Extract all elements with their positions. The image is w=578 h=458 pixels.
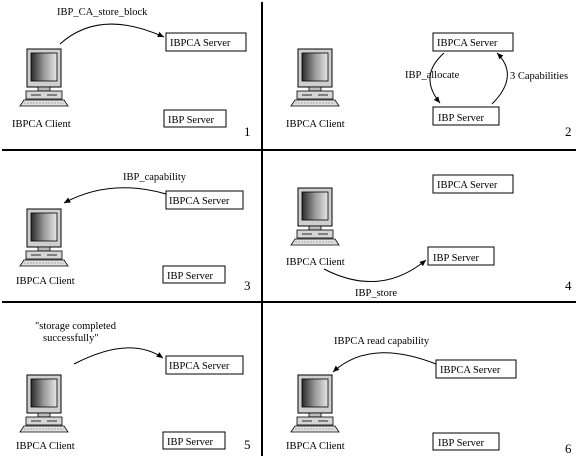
ibpca-server-label: IBPCA Server <box>169 196 230 207</box>
ibpca-server-box <box>435 359 517 379</box>
panel-number: 6 <box>565 441 572 456</box>
ibpca-server-label: IBPCA Server <box>169 361 230 372</box>
ibp-server-box <box>162 265 226 284</box>
ibpca-server-label: IBPCA Server <box>437 38 498 49</box>
ibp-server-box <box>163 109 227 128</box>
panel-5: IBPCA Client IBPCA Server IBP Server "st… <box>16 321 251 452</box>
message-label: IBP_store <box>355 288 397 299</box>
ibp-server-label: IBP Server <box>438 438 484 449</box>
allocate-label: IBP_allocate <box>405 70 460 81</box>
ibpca-server-label: IBPCA Server <box>437 180 498 191</box>
message-arrow <box>63 187 167 204</box>
message-arrow <box>332 352 437 373</box>
message-arrow <box>323 259 427 283</box>
ibpca-server-label: IBPCA Server <box>170 38 231 49</box>
message-label: IBP_CA_store_block <box>57 7 148 18</box>
ibpca-server-box <box>165 32 247 52</box>
ibp-server-label: IBP Server <box>433 253 479 264</box>
panel-6: IBPCA Client IBPCA Server IBP Server IBP… <box>286 336 572 456</box>
ibp-server-label: IBP Server <box>167 437 213 448</box>
ibpca-server-box <box>165 355 244 375</box>
ibp-server-label: IBP Server <box>168 115 214 126</box>
client-computer-icon <box>19 208 69 267</box>
ibp-server-box <box>432 106 500 126</box>
panel-number: 1 <box>244 124 251 139</box>
panel-4: IBPCA Client IBPCA Server IBP Server IBP… <box>286 174 572 299</box>
panel-3: IBPCA Client IBPCA Server IBP Server IBP… <box>16 172 251 293</box>
client-label: IBPCA Client <box>286 119 345 130</box>
client-label: IBPCA Client <box>286 257 345 268</box>
client-computer-icon <box>290 187 340 246</box>
client-computer-icon <box>290 48 340 107</box>
panel-number: 5 <box>244 437 251 452</box>
client-label: IBPCA Client <box>16 441 75 452</box>
message-label-line-1: "storage completed <box>35 321 117 332</box>
message-label: IBPCA read capability <box>334 336 430 347</box>
client-label: IBPCA Client <box>12 119 71 130</box>
panel-number: 4 <box>565 278 572 293</box>
message-arrow <box>73 347 164 365</box>
allocate-arrow <box>429 52 445 104</box>
ibpca-server-label: IBPCA Server <box>440 365 501 376</box>
ibp-server-box <box>427 246 495 266</box>
client-computer-icon <box>290 374 340 433</box>
ibp-server-box <box>162 431 226 450</box>
ibpca-server-box <box>432 174 514 194</box>
ibp-server-label: IBP Server <box>438 113 484 124</box>
panel-1: IBPCA Client IBPCA Server IBP Server IBP… <box>12 7 251 139</box>
panel-number: 3 <box>244 278 251 293</box>
client-computer-icon <box>19 48 69 107</box>
capabilities-label: 3 Capabilities <box>510 71 568 82</box>
message-arrow <box>59 23 165 45</box>
panel-number: 2 <box>565 124 572 139</box>
panel-2: IBPCA Client IBPCA Server IBP Server IBP… <box>286 32 572 139</box>
capabilities-arrow <box>491 52 508 105</box>
ibpca-server-box <box>432 32 514 52</box>
message-label: IBP_capability <box>123 172 187 183</box>
ibp-server-label: IBP Server <box>167 271 213 282</box>
message-label-line-2: successfully" <box>43 333 99 344</box>
ibpca-server-box <box>165 190 244 210</box>
client-computer-icon <box>19 374 69 433</box>
client-label: IBPCA Client <box>286 441 345 452</box>
client-label: IBPCA Client <box>16 276 75 287</box>
ibp-server-box <box>432 432 500 451</box>
